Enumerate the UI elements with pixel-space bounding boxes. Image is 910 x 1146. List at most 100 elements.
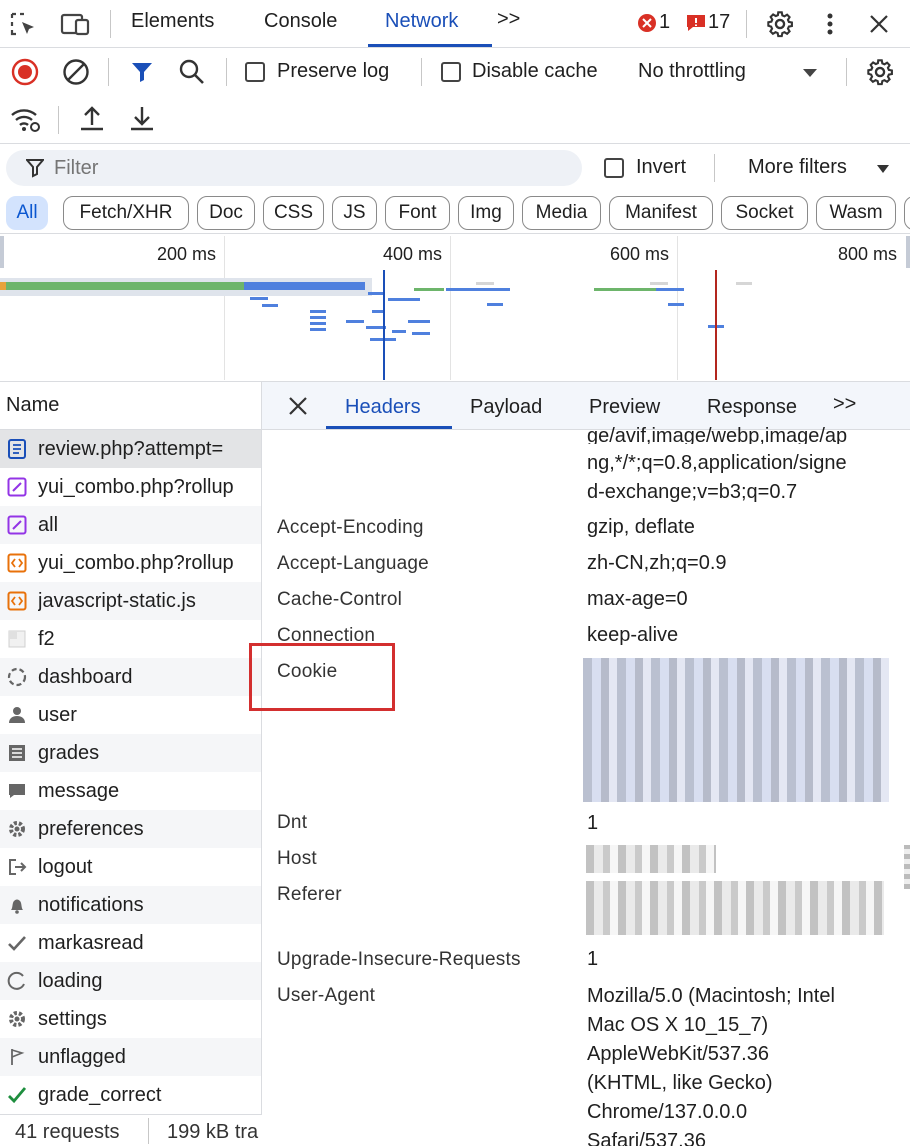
- preserve-log-checkbox[interactable]: [245, 62, 265, 82]
- settings-gear-icon[interactable]: [766, 10, 794, 38]
- dashboard-icon: [6, 666, 28, 688]
- header-value-user-agent: AppleWebKit/537.36: [587, 1043, 769, 1065]
- chip-css[interactable]: CSS: [263, 196, 324, 230]
- scroll-overflow-marker: [904, 845, 910, 889]
- request-name: dashboard: [38, 665, 133, 688]
- invert-checkbox[interactable]: [604, 158, 624, 178]
- request-row[interactable]: all: [0, 506, 261, 544]
- issue-icon[interactable]: [686, 14, 706, 32]
- close-icon[interactable]: [868, 13, 890, 35]
- chip-font[interactable]: Font: [385, 196, 450, 230]
- divider: [226, 58, 227, 86]
- request-name: review.php?attempt=: [38, 437, 224, 460]
- request-row[interactable]: f2: [0, 620, 261, 658]
- device-toolbar-icon[interactable]: [60, 12, 92, 38]
- header-name: Accept-Encoding: [277, 517, 424, 538]
- logout-icon: [6, 856, 28, 878]
- request-row[interactable]: grade_correct: [0, 1076, 261, 1114]
- timeline-bar: [668, 303, 684, 306]
- request-row[interactable]: logout: [0, 848, 261, 886]
- search-icon[interactable]: [178, 58, 206, 86]
- request-row[interactable]: unflagged: [0, 1038, 261, 1076]
- network-overview-timeline[interactable]: [0, 234, 910, 382]
- chip-img[interactable]: Img: [458, 196, 514, 230]
- request-row[interactable]: preferences: [0, 810, 261, 848]
- request-row[interactable]: grades: [0, 734, 261, 772]
- request-row[interactable]: loading: [0, 962, 261, 1000]
- request-row[interactable]: review.php?attempt=: [0, 430, 261, 468]
- chevron-down-icon[interactable]: [876, 164, 890, 174]
- header-value-user-agent: (KHTML, like Gecko): [587, 1072, 773, 1094]
- error-icon[interactable]: [637, 13, 657, 33]
- tab-network[interactable]: Network: [385, 10, 459, 32]
- request-row[interactable]: user: [0, 696, 261, 734]
- timeline-bar: [366, 326, 386, 329]
- name-header-label: Name: [6, 394, 60, 416]
- request-name: preferences: [38, 817, 144, 840]
- request-row[interactable]: markasread: [0, 924, 261, 962]
- divider: [108, 58, 109, 86]
- header-name: Dnt: [277, 812, 308, 833]
- grades-icon: [6, 742, 28, 764]
- timeline-handle-right[interactable]: [906, 236, 910, 268]
- tab-elements[interactable]: Elements: [131, 10, 215, 32]
- chip-js[interactable]: JS: [332, 196, 377, 230]
- inspect-element-icon[interactable]: [10, 12, 38, 38]
- request-row[interactable]: settings: [0, 1000, 261, 1038]
- timeline-handle-left[interactable]: [0, 236, 4, 268]
- request-row[interactable]: notifications: [0, 886, 261, 924]
- export-har-icon[interactable]: [129, 105, 155, 133]
- header-name: Referer: [277, 884, 342, 905]
- chip-fetch-xhr[interactable]: Fetch/XHR: [63, 196, 189, 230]
- more-tabs-icon[interactable]: >>: [833, 393, 857, 415]
- more-filters-button[interactable]: More filters: [748, 156, 847, 178]
- divider: [58, 106, 59, 134]
- tab-response[interactable]: Response: [707, 396, 798, 418]
- network-conditions-icon[interactable]: [10, 106, 42, 134]
- filter-input[interactable]: [54, 156, 554, 180]
- chip-overflow[interactable]: [904, 196, 910, 230]
- more-options-icon[interactable]: [826, 12, 834, 36]
- tab-preview[interactable]: Preview: [589, 396, 661, 418]
- header-name-cookie: Cookie: [277, 661, 338, 682]
- stop-recording-icon[interactable]: [11, 58, 39, 86]
- clear-icon[interactable]: [62, 58, 90, 86]
- header-value: zh-CN,zh;q=0.9: [587, 552, 727, 574]
- chip-all[interactable]: All: [6, 196, 48, 230]
- request-row[interactable]: javascript-static.js: [0, 582, 261, 620]
- close-detail-icon[interactable]: [288, 396, 308, 416]
- chip-socket[interactable]: Socket: [721, 196, 808, 230]
- host-value-redacted: [586, 845, 716, 873]
- timeline-bar: [476, 282, 494, 285]
- request-row[interactable]: yui_combo.php?rollup: [0, 544, 261, 582]
- tab-console[interactable]: Console: [264, 10, 338, 32]
- request-row[interactable]: dashboard: [0, 658, 261, 696]
- chevron-down-icon[interactable]: [802, 68, 818, 78]
- throttling-select[interactable]: No throttling: [638, 60, 746, 82]
- network-settings-gear-icon[interactable]: [866, 58, 894, 86]
- image-icon: [6, 628, 28, 650]
- divider: [148, 1118, 149, 1144]
- request-name: settings: [38, 1007, 107, 1030]
- divider: [714, 154, 715, 182]
- timeline-bar: [736, 282, 752, 285]
- chip-manifest[interactable]: Manifest: [609, 196, 713, 230]
- name-column-header[interactable]: Name: [0, 382, 262, 430]
- request-row[interactable]: yui_combo.php?rollup: [0, 468, 261, 506]
- request-row[interactable]: message: [0, 772, 261, 810]
- filter-funnel-icon[interactable]: [130, 60, 154, 84]
- chip-doc[interactable]: Doc: [197, 196, 255, 230]
- more-tabs-icon[interactable]: >>: [497, 8, 521, 30]
- disable-cache-checkbox[interactable]: [441, 62, 461, 82]
- gear-icon: [6, 1008, 28, 1030]
- code-icon: [6, 590, 28, 612]
- chip-wasm[interactable]: Wasm: [816, 196, 896, 230]
- tab-payload[interactable]: Payload: [470, 396, 543, 418]
- tab-headers[interactable]: Headers: [345, 396, 421, 418]
- timeline-bar: [392, 330, 406, 333]
- chip-media[interactable]: Media: [522, 196, 601, 230]
- import-har-icon[interactable]: [79, 105, 105, 133]
- header-name: Cache-Control: [277, 589, 403, 610]
- header-name: Accept-Language: [277, 553, 429, 574]
- flag-icon: [6, 1046, 28, 1068]
